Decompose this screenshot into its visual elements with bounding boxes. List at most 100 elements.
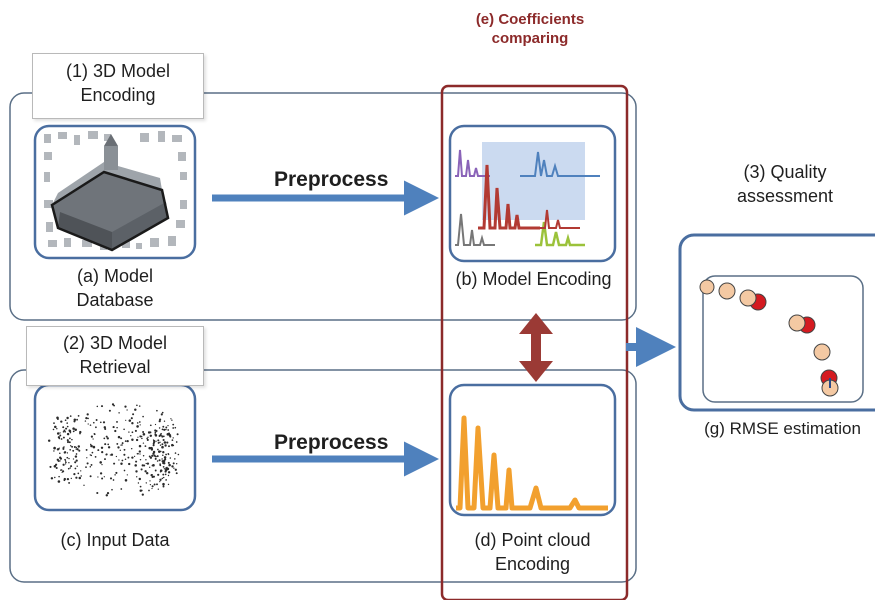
point-cloud-dot	[131, 456, 134, 459]
point-cloud-dot	[165, 428, 167, 431]
compare-double-arrow	[519, 313, 553, 382]
point-cloud-dot	[89, 466, 92, 468]
input-data-image	[33, 383, 197, 512]
point-cloud-dot	[158, 459, 161, 462]
point-cloud-dot	[163, 468, 166, 470]
point-cloud-dot	[78, 449, 81, 452]
point-cloud-dot	[158, 435, 161, 437]
model-database-image	[33, 124, 197, 260]
point-cloud-dot	[161, 428, 164, 431]
point-cloud-dot	[107, 443, 110, 446]
coefficients-title-line1: (e) Coefficients	[475, 11, 585, 28]
point-cloud-dot	[159, 444, 162, 446]
point-cloud-dot	[162, 425, 165, 428]
point-cloud-dot	[149, 480, 151, 482]
point-cloud-dot	[159, 418, 162, 421]
point-cloud-dot	[161, 445, 164, 449]
point-cloud-dot	[127, 456, 130, 459]
point-cloud-dot	[163, 476, 165, 479]
point-cloud-dot	[163, 441, 167, 444]
section-2-line1: (2) 3D Model	[62, 333, 168, 353]
point-cloud-dot	[134, 464, 137, 467]
point-cloud-dot	[125, 419, 127, 421]
point-cloud-dot	[151, 474, 153, 476]
point-cloud-dot	[57, 436, 61, 439]
point-cloud-dot	[126, 474, 128, 476]
point-cloud-dot	[64, 463, 67, 465]
point-cloud-dot	[157, 439, 160, 442]
point-cloud-dot	[162, 473, 165, 476]
point-cloud-dot	[58, 475, 60, 478]
point-cloud-dot	[139, 458, 142, 461]
point-cloud-dot	[92, 438, 94, 440]
point-cloud-dot	[142, 415, 144, 418]
point-cloud-dot	[116, 426, 118, 429]
point-cloud-dot	[103, 437, 106, 440]
point-cloud-dot	[172, 423, 175, 426]
point-cloud-dot	[69, 448, 72, 451]
point-cloud-dot	[140, 435, 143, 438]
point-cloud-dot	[148, 489, 150, 492]
label-a: (a) Model Database	[40, 264, 190, 312]
point-cloud-dot	[78, 476, 82, 480]
point-cloud-dot	[173, 467, 175, 469]
point-cloud-dot	[124, 440, 127, 442]
point-cloud-dot	[140, 489, 143, 492]
point-cloud-dot	[65, 461, 67, 464]
point-cloud-encoding-image	[448, 383, 617, 517]
point-cloud-dot	[104, 443, 107, 446]
point-cloud-dot	[128, 431, 130, 433]
point-cloud-dot	[66, 422, 68, 424]
point-cloud-dot	[155, 440, 157, 442]
point-cloud-dot	[59, 452, 61, 454]
point-cloud-dot	[148, 455, 151, 458]
section-2-label: (2) 3D Model Retrieval	[26, 326, 204, 386]
point-cloud-dot	[128, 419, 132, 422]
point-cloud-dot	[162, 451, 165, 454]
point-cloud-dot	[72, 449, 75, 452]
point-cloud-dot	[149, 424, 152, 427]
point-cloud-dot	[120, 462, 123, 466]
point-cloud-dot	[171, 443, 174, 447]
point-cloud-dot	[154, 433, 158, 437]
point-cloud-dot	[156, 409, 158, 412]
point-cloud-dot	[152, 464, 155, 467]
point-cloud-dot	[92, 421, 95, 424]
point-cloud-dot	[79, 430, 82, 434]
point-cloud-dot	[75, 459, 78, 462]
point-cloud-dot	[64, 430, 67, 433]
point-cloud-dot	[126, 409, 128, 411]
point-cloud-dot	[169, 457, 172, 459]
point-cloud-dot	[107, 446, 111, 449]
point-cloud-dot	[71, 438, 73, 441]
point-cloud-dot	[80, 470, 82, 472]
point-cloud-dot	[79, 432, 81, 435]
point-cloud-dot	[165, 426, 168, 429]
point-cloud-dot	[131, 431, 134, 434]
point-cloud-dot	[53, 422, 55, 424]
point-cloud-dot	[91, 451, 94, 454]
point-cloud-dot	[166, 441, 169, 444]
point-cloud-dot	[162, 485, 165, 488]
point-cloud-dot	[59, 434, 62, 437]
point-cloud-dot	[141, 437, 143, 440]
point-cloud-dot	[160, 413, 163, 416]
point-cloud-dot	[139, 485, 142, 488]
point-cloud-dot	[72, 427, 75, 430]
point-cloud-dot	[124, 479, 128, 482]
point-cloud-dot	[63, 429, 66, 432]
point-cloud-dot	[163, 420, 166, 422]
point-cloud-dot	[97, 476, 99, 478]
point-cloud-dot	[61, 469, 63, 471]
point-cloud-dot	[58, 447, 60, 449]
point-cloud-dot	[132, 413, 135, 416]
point-cloud-dot	[72, 430, 75, 433]
point-cloud-dot	[138, 477, 142, 481]
point-cloud-dot	[50, 477, 54, 480]
point-cloud-dot	[135, 438, 139, 442]
point-cloud-dot	[63, 477, 66, 481]
point-cloud-dot	[165, 453, 168, 456]
point-cloud-dot	[93, 433, 96, 435]
point-cloud-dot	[134, 429, 137, 432]
